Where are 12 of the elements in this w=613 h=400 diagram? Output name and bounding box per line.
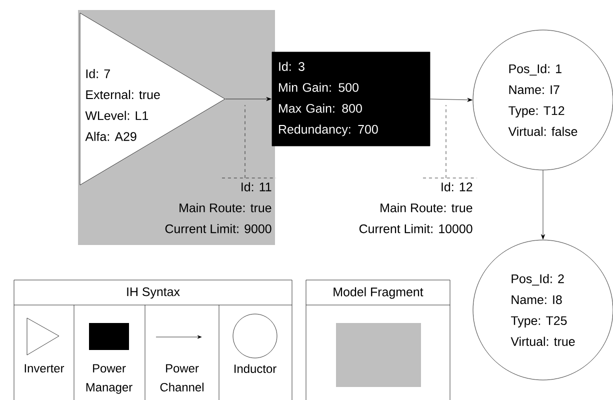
arrow <box>430 98 472 102</box>
inverter-triangle: Id: 7 External: true WLevel: L1 Alfa: A29 <box>80 12 226 186</box>
legend-text: Inverter <box>24 364 64 373</box>
power-manager-box: Id: 3 Min Gain: 500 Max Gain: 800 Redundancy: 700 <box>272 52 430 146</box>
arrow <box>225 97 272 101</box>
legend-text: Inductor <box>234 364 276 373</box>
arrow <box>541 170 545 240</box>
table-title: IH Syntax <box>127 287 180 299</box>
channel-note: Id: 12 Main Route: true Current Limit: 10000 <box>359 182 472 234</box>
legend-text: Power Channel <box>160 364 204 392</box>
legend-text: Power Manager <box>86 364 132 394</box>
legend-title: Model Fragment <box>334 287 424 299</box>
